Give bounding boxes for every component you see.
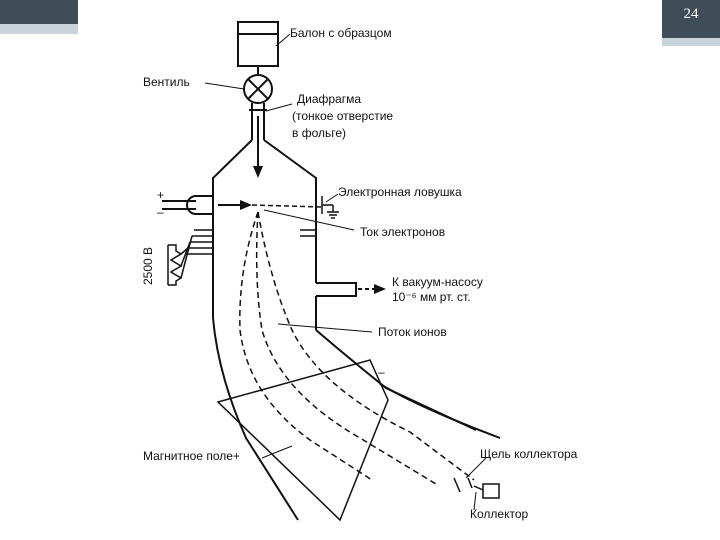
label-electron-current: Ток электронов xyxy=(360,225,445,239)
diaphragm-leader xyxy=(265,103,293,112)
header-bar-right-accent xyxy=(662,38,720,46)
label-diaphragm-line3: в фольге) xyxy=(292,126,346,140)
valve-symbol xyxy=(243,74,273,104)
label-collector-slit: Щель коллектора xyxy=(480,447,578,461)
voltage-label: 2500 В xyxy=(141,247,155,285)
label-ion-flow: Поток ионов xyxy=(378,325,447,339)
electron-beam-arrow xyxy=(218,200,252,210)
collector-wire xyxy=(473,485,484,491)
minus-sign: – xyxy=(157,205,164,219)
collector-box xyxy=(482,483,500,499)
accelerating-plates xyxy=(186,229,316,255)
label-electron-trap: Электронная ловушка xyxy=(338,185,462,199)
valve-leader xyxy=(204,82,245,90)
ion-paths xyxy=(239,211,475,485)
analyzer-tube xyxy=(212,317,501,521)
label-collector: Коллектор xyxy=(470,507,528,521)
ionization-chamber xyxy=(212,139,317,330)
electron-trap-leader xyxy=(325,193,339,203)
gas-flow-arrow xyxy=(253,116,263,178)
header-bar-left xyxy=(0,0,78,24)
label-vacuum-pump-line1: К вакуум-насосу xyxy=(392,275,483,289)
electron-gun xyxy=(162,195,213,215)
inlet-tube xyxy=(249,103,267,140)
ion-flow-leader xyxy=(277,323,373,333)
plus-sign: + xyxy=(157,188,164,202)
label-vacuum-pump-line2: 10⁻⁶ мм рт. ст. xyxy=(392,290,471,304)
sample-flask-leader xyxy=(275,33,291,47)
header-bar-left-accent xyxy=(0,24,78,34)
collector-slit xyxy=(453,477,473,493)
header-bar-right xyxy=(662,0,720,38)
electron-beam xyxy=(251,204,323,208)
pump-arrow xyxy=(358,284,386,294)
label-valve: Вентиль xyxy=(143,75,190,89)
label-magnetic-field: Магнитное поле+ xyxy=(143,449,240,463)
collector-slit-leader xyxy=(465,457,487,479)
voltage-divider xyxy=(167,235,193,286)
magnetic-field-leader xyxy=(261,445,293,459)
label-diaphragm-line2: (тонкое отверстие xyxy=(292,109,393,123)
magnetic-field-region xyxy=(216,359,389,522)
label-sample-flask: Балон с образцом xyxy=(290,26,392,40)
magnet-minus: – xyxy=(378,365,385,379)
sample-flask xyxy=(237,21,279,76)
slide-number: 24 xyxy=(683,6,699,22)
label-diaphragm-line1: Диафрагма xyxy=(297,92,361,106)
electron-current-leader xyxy=(263,209,355,231)
electron-trap xyxy=(321,196,339,219)
pump-port xyxy=(316,282,357,297)
collector-leader xyxy=(473,491,477,511)
